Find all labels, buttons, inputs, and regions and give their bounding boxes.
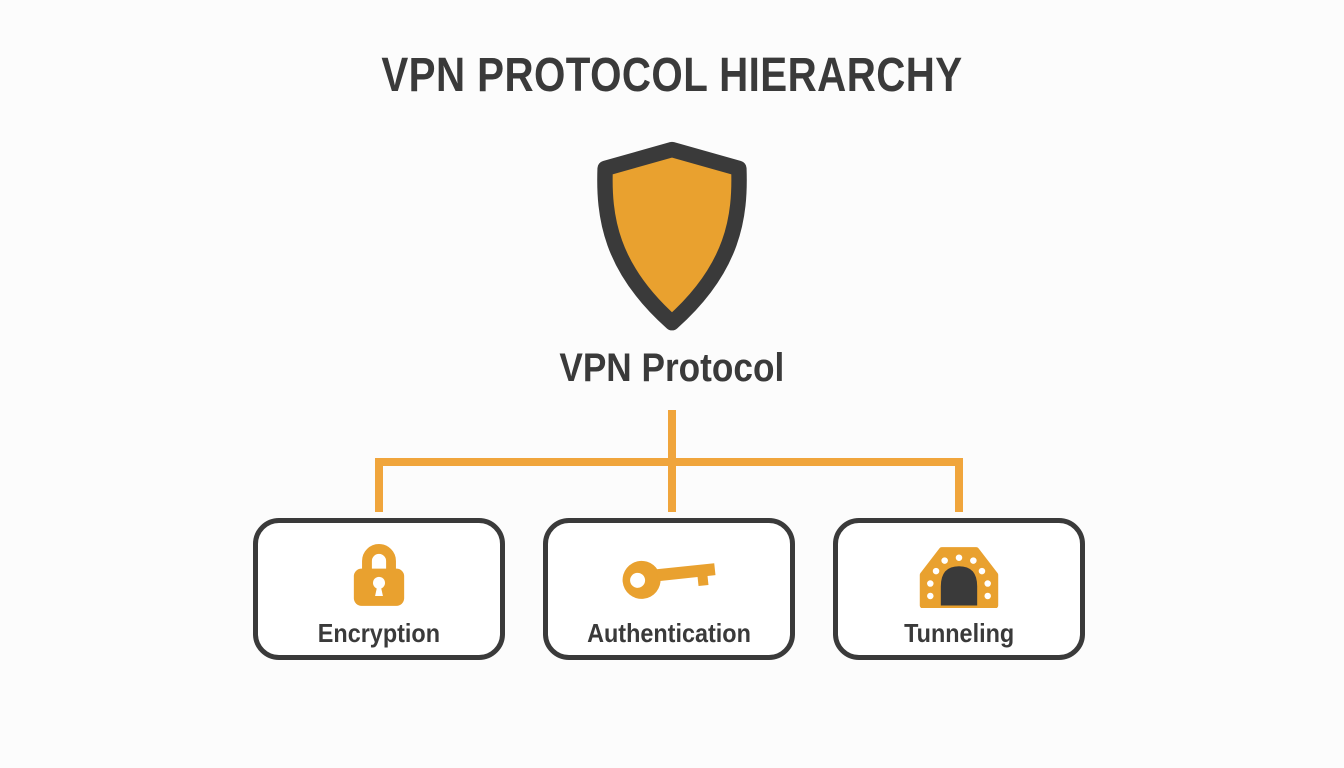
shield-icon — [585, 141, 759, 333]
shield-icon-svg — [597, 141, 747, 331]
key-icon-svg — [622, 560, 716, 599]
node-box-tunneling: Tunneling — [833, 518, 1085, 660]
lock-icon-svg — [353, 543, 405, 606]
page-title: VPN PROTOCOL HIERARCHY — [0, 48, 1344, 103]
root-node-label: VPN Protocol — [559, 346, 785, 390]
tunnel-icon-svg — [919, 546, 999, 608]
lock-icon — [346, 536, 412, 610]
node-label: Tunneling — [903, 617, 1015, 648]
connector-bar — [375, 458, 963, 466]
node-label: Encryption — [317, 617, 441, 648]
page-title-text: VPN PROTOCOL HIERARCHY — [381, 49, 963, 102]
key-icon — [617, 536, 721, 610]
node-box-authentication: Authentication — [543, 518, 795, 660]
node-label: Authentication — [587, 617, 751, 648]
connector-drop-left — [375, 458, 383, 512]
tunnel-icon — [915, 536, 1003, 610]
node-box-encryption: Encryption — [253, 518, 505, 660]
connector-drop-right — [955, 458, 963, 512]
